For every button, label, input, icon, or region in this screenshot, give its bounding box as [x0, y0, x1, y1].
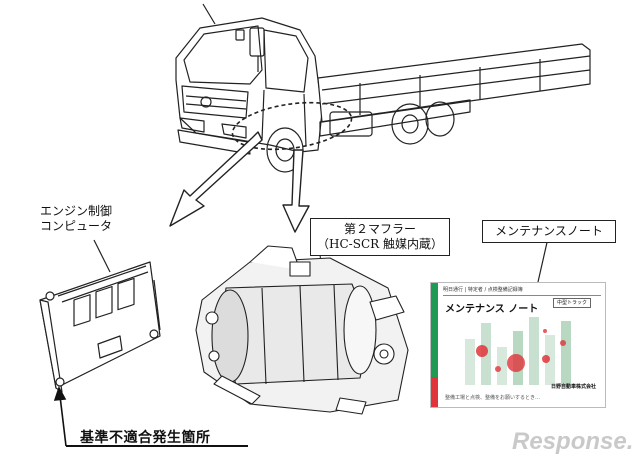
- arrow-to-muffler: [282, 149, 310, 233]
- ecu-label-line1: エンジン制御: [40, 204, 113, 218]
- cover-dot: [543, 329, 547, 333]
- cover-dot: [495, 366, 501, 372]
- cover-company: 日野自動車株式会社: [551, 384, 597, 390]
- muffler-label-line2: （HC-SCR 触媒内蔵）: [317, 237, 443, 251]
- cover-bar: [497, 347, 507, 385]
- muffler-drawing: [195, 245, 409, 415]
- maintenance-note-label-box: メンテナンスノート: [482, 220, 616, 243]
- maintenance-note-cover: 明日通行 | 特定者 / 点検整備記録簿 メンテナンス ノート 中型トラック 日…: [430, 282, 606, 408]
- muffler-label-box: 第２マフラー （HC-SCR 触媒内蔵）: [310, 218, 450, 256]
- ecu-label-line2: コンピュータ: [40, 219, 113, 233]
- cover-graphic: [465, 317, 571, 385]
- cover-bar: [465, 339, 475, 385]
- defect-pointer-arrow: [53, 386, 248, 447]
- cover-bar: [529, 317, 539, 385]
- cover-red-strip: [431, 377, 438, 407]
- cover-bar: [545, 335, 555, 385]
- arrow-to-ecu: [169, 131, 263, 227]
- muffler-label-line1: 第２マフラー: [343, 222, 416, 236]
- cover-badge: 中型トラック: [553, 298, 592, 308]
- cover-green-strip: [431, 283, 438, 377]
- cover-footer-text: 整備工場と点検、整備をお願いするとき…: [445, 395, 541, 401]
- maintenance-note-label: メンテナンスノート: [495, 224, 603, 238]
- defect-location-label: 基準不適合発生箇所: [80, 430, 211, 446]
- ecu-drawing: [39, 239, 161, 393]
- cover-dot: [507, 354, 525, 372]
- cover-title: メンテナンス ノート: [445, 304, 539, 315]
- cover-header-text: 明日通行 | 特定者 / 点検整備記録簿: [443, 287, 523, 293]
- truck-drawing: [175, 3, 591, 173]
- note-callout-line: [537, 237, 549, 283]
- cover-bar: [561, 321, 571, 385]
- cover-dot: [542, 355, 550, 363]
- ecu-label: エンジン制御 コンピュータ: [40, 204, 112, 234]
- cover-header-rule: [443, 295, 601, 296]
- cover-dot: [560, 340, 566, 346]
- cover-dot: [476, 345, 488, 357]
- response-watermark: Response.: [512, 428, 634, 455]
